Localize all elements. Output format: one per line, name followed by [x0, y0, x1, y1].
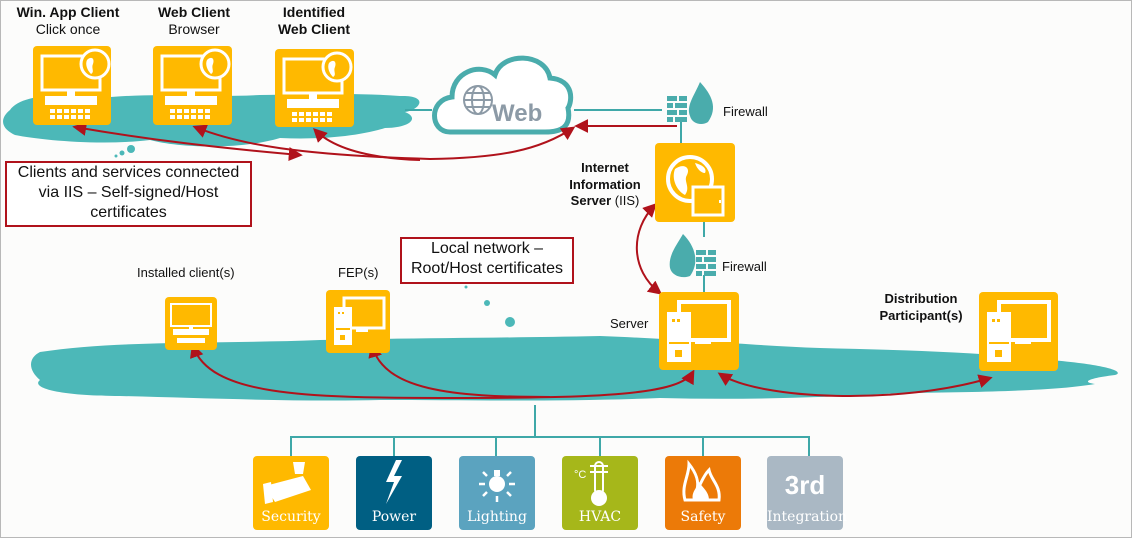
- subsystem-label: Integration: [767, 509, 848, 525]
- firewall-bottom-icon: [669, 234, 716, 278]
- fep-label: FEP(s): [338, 265, 379, 280]
- fire-icon: [682, 459, 721, 502]
- thermometer-icon: °C: [574, 461, 608, 506]
- svg-text:°C: °C: [574, 469, 586, 481]
- distribution-label-line1: Distribution: [884, 291, 958, 306]
- web-client-node[interactable]: [153, 46, 232, 125]
- iis-label: Internet Information Server (IIS): [555, 160, 655, 210]
- subsystem-label: Security: [261, 509, 321, 525]
- identified-web-client-subtitle: Web Client: [277, 21, 351, 37]
- fep-node[interactable]: [326, 290, 390, 353]
- subsystem-security[interactable]: Security: [253, 456, 329, 530]
- distribution-participant-node[interactable]: [979, 292, 1058, 371]
- web-cloud-label: Web: [492, 100, 543, 127]
- identified-web-client-label: Identified Web Client: [254, 4, 374, 38]
- subsystem-power[interactable]: Power: [356, 456, 432, 530]
- subsystem-label: Lighting: [467, 509, 527, 525]
- web-client-label: Web Client Browser: [134, 4, 254, 38]
- computer-globe-icon: [40, 48, 111, 119]
- iis-certificates-note: Clients and services connected via IIS –…: [5, 161, 252, 227]
- note-line: via IIS – Self-signed/Host: [38, 184, 219, 201]
- connection-arrows: [72, 119, 993, 400]
- thought-bubble: [127, 145, 135, 153]
- computer-globe-icon: [160, 48, 231, 119]
- win-app-client-node[interactable]: [33, 46, 111, 125]
- thought-bubble: [484, 300, 490, 306]
- connection-lines: [290, 109, 810, 458]
- server-computer-icon: [334, 296, 386, 345]
- subsystem-label: Power: [371, 509, 417, 525]
- web-client-subtitle: Browser: [168, 21, 220, 37]
- globe-door-icon: [666, 155, 725, 217]
- subsystem-label: Safety: [680, 509, 726, 525]
- note-line: Clients and services connected: [17, 164, 240, 181]
- subsystem-integration[interactable]: 3rd Integration: [767, 456, 848, 530]
- server-computer-icon: [987, 300, 1051, 362]
- server-node[interactable]: [659, 292, 739, 370]
- light-bulb-icon: [479, 470, 515, 502]
- win-app-client-title: Win. App Client: [16, 4, 120, 20]
- distribution-label-line2: Participant(s): [879, 308, 963, 323]
- thought-bubble: [505, 317, 515, 327]
- note-line: Local network –: [430, 240, 544, 257]
- subsystem-safety[interactable]: Safety: [665, 456, 741, 530]
- iis-server-node[interactable]: [655, 143, 735, 222]
- local-network-note: Local network – Root/Host certificates: [400, 237, 574, 284]
- installed-client-node[interactable]: [165, 297, 217, 350]
- iis-label-line3: Server: [570, 193, 612, 208]
- web-client-title: Web Client: [157, 4, 231, 20]
- firewall-top-label: Firewall: [723, 104, 768, 119]
- globe-icon: [463, 85, 493, 115]
- computer-icon: [170, 303, 212, 343]
- subsystem-lighting[interactable]: Lighting: [459, 456, 535, 530]
- thought-bubble: [114, 154, 118, 158]
- iis-label-line1: Internet: [581, 160, 629, 175]
- identified-web-client-node[interactable]: [275, 49, 354, 127]
- third-party-icon: 3rd: [784, 470, 826, 500]
- identified-web-client-title: Identified: [282, 4, 346, 20]
- iis-label-line2: Information: [569, 176, 641, 192]
- note-line: Root/Host certificates: [410, 260, 564, 277]
- note-line: certificates: [90, 204, 167, 221]
- security-camera-icon: [263, 462, 311, 504]
- distribution-participant-label: Distribution Participant(s): [866, 290, 976, 324]
- computer-globe-icon: [282, 51, 353, 122]
- server-computer-icon: [667, 300, 731, 362]
- iis-label-abbrev: (IIS): [611, 193, 640, 208]
- win-app-client-subtitle: Click once: [35, 21, 101, 37]
- subsystem-hvac[interactable]: °C HVAC: [562, 456, 638, 530]
- installed-client-label: Installed client(s): [137, 265, 235, 280]
- lightning-bolt-icon: [386, 460, 402, 504]
- thought-bubble: [464, 285, 468, 289]
- win-app-client-label: Win. App Client Click once: [6, 4, 130, 38]
- thought-bubble: [119, 150, 125, 156]
- server-label: Server: [610, 316, 649, 331]
- subsystem-label: HVAC: [578, 509, 622, 525]
- firewall-top-icon: [667, 82, 714, 124]
- firewall-bottom-label: Firewall: [722, 259, 767, 274]
- web-cloud-icon: [432, 55, 574, 135]
